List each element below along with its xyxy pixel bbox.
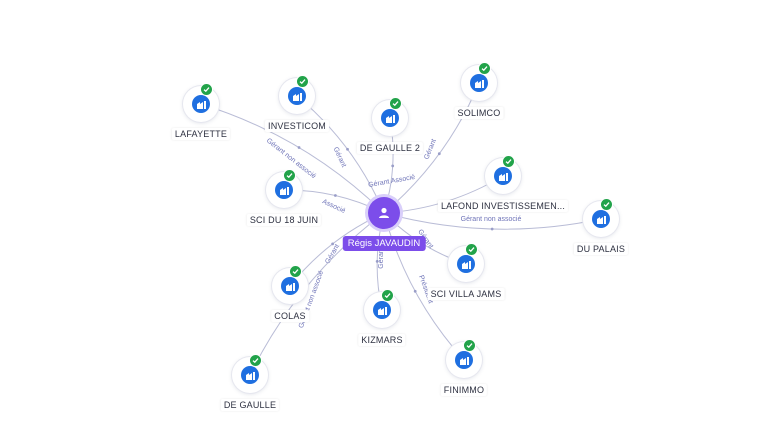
building-icon [241, 366, 259, 384]
edge-arrow-finimmo [413, 289, 417, 293]
building-icon [275, 181, 293, 199]
verified-check-icon [289, 265, 302, 278]
edge-label-solimco: Gérant [423, 138, 438, 161]
company-name: SCI DU 18 JUIN [246, 214, 322, 226]
company-node-circle [364, 289, 400, 328]
edge-arrow-solimco [437, 152, 441, 156]
verified-check-icon [600, 198, 613, 211]
building-icon [381, 109, 399, 127]
building-icon [592, 210, 610, 228]
company-node-circle [272, 265, 308, 304]
edge-label-investicom: Gérant [332, 146, 347, 168]
person-name: Régis JAVAUDIN [342, 236, 426, 251]
company-name: SOLIMCO [454, 107, 504, 119]
building-icon [455, 351, 473, 369]
company-name: DE GAULLE 2 [356, 142, 424, 154]
edge-label-colas: Gérant [324, 243, 341, 265]
company-node-circle [279, 75, 315, 114]
company-name: COLAS [271, 310, 309, 322]
edge-arrow-sci-du-18-juin [333, 194, 337, 197]
company-name: SCI VILLA JAMS [427, 288, 505, 300]
company-node-circle [372, 97, 408, 136]
verified-check-icon [200, 83, 213, 96]
edge-label-kizmars: Gérant [378, 247, 385, 268]
edge-arrow-de-gaulle-2 [391, 164, 395, 168]
building-icon [457, 255, 475, 273]
building-icon [192, 95, 210, 113]
company-name: KIZMARS [358, 334, 406, 346]
verified-check-icon [283, 169, 296, 182]
person-icon-circle [368, 197, 400, 229]
verified-check-icon [502, 155, 515, 168]
verified-check-icon [296, 75, 309, 88]
company-node-circle [446, 339, 482, 378]
company-name: LAFAYETTE [171, 128, 231, 140]
building-icon [281, 277, 299, 295]
company-name: LAFOND INVESTISSEMEN... [437, 200, 569, 212]
company-node-circle [583, 198, 619, 237]
building-icon [494, 167, 512, 185]
company-name: INVESTICOM [264, 120, 330, 132]
company-node-circle [461, 62, 497, 101]
company-node-circle [485, 155, 521, 194]
verified-check-icon [389, 97, 402, 110]
person-icon [379, 207, 389, 218]
edge-label-du-palais: Gérant non associé [461, 216, 522, 223]
company-node-circle [266, 169, 302, 208]
company-name: DU PALAIS [573, 243, 629, 255]
company-node-circle [448, 243, 484, 282]
verified-check-icon [478, 62, 491, 75]
edge-arrow-du-palais [490, 227, 494, 231]
edge-arrow-lafayette [297, 146, 301, 149]
edge-arrow-kizmars [375, 259, 379, 263]
company-node-circle [232, 354, 268, 393]
company-node-circle [183, 83, 219, 122]
company-name: FINIMMO [440, 384, 488, 396]
company-name: DE GAULLE [220, 399, 280, 411]
verified-check-icon [249, 354, 262, 367]
verified-check-icon [381, 289, 394, 302]
building-icon [470, 74, 488, 92]
building-icon [288, 87, 306, 105]
edge-arrow-investicom [346, 147, 349, 151]
building-icon [373, 301, 391, 319]
verified-check-icon [465, 243, 478, 256]
edge-arrow-colas [331, 242, 335, 246]
verified-check-icon [463, 339, 476, 352]
edge-label-sci-du-18-juin: Associé [321, 198, 346, 215]
